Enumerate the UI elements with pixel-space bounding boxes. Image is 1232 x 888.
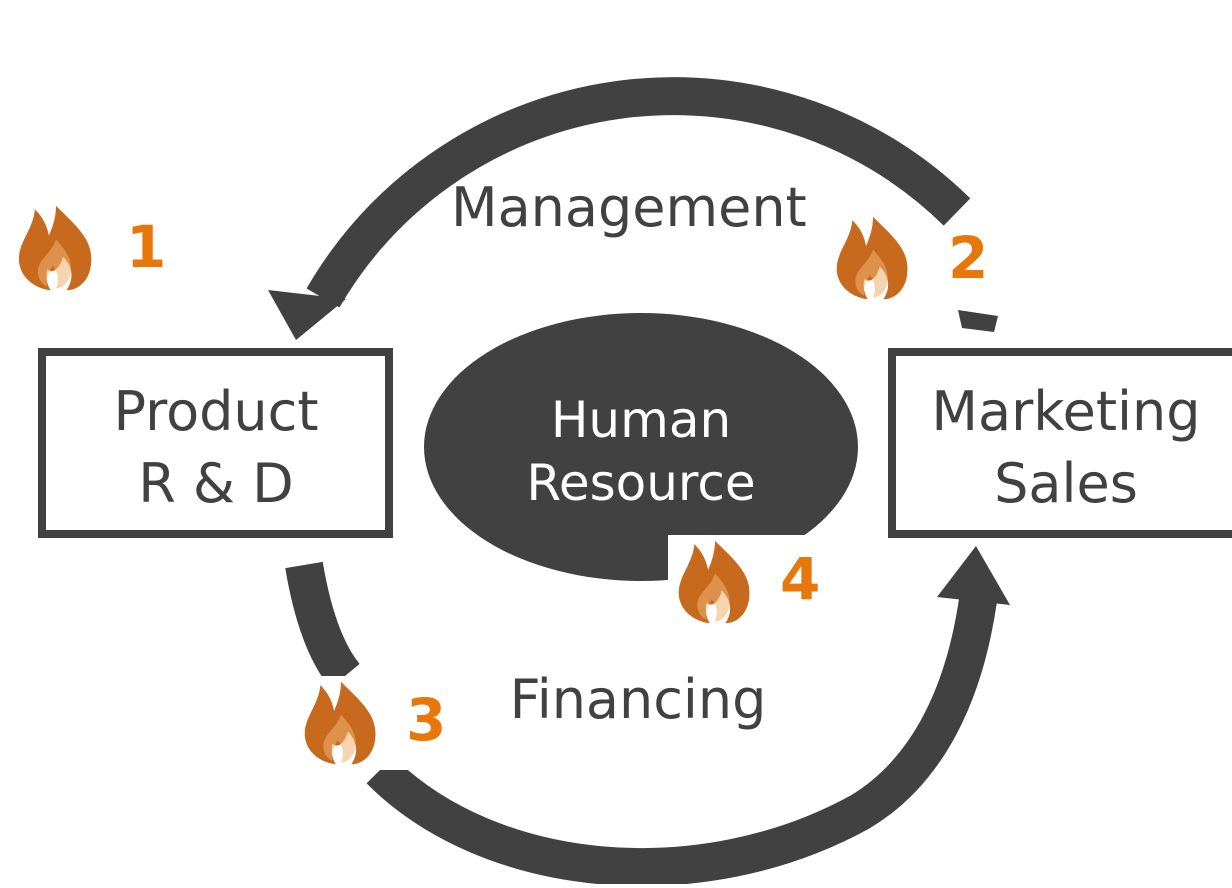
- financing-arc-head-segment: [285, 561, 360, 689]
- product-rd-label-line2: R & D: [138, 452, 294, 515]
- financing-label: Financing: [510, 668, 767, 731]
- management-arrowhead: [268, 290, 346, 340]
- marketing-sales-box: Marketing Sales: [888, 348, 1232, 538]
- financing-arrowhead: [937, 546, 1010, 605]
- marketing-sales-label-line2: Sales: [994, 452, 1138, 515]
- marker-4-number: 4: [780, 545, 820, 613]
- marker-3: 3: [290, 676, 446, 770]
- flame-icon: [18, 205, 92, 291]
- management-arrow: [268, 77, 998, 340]
- marketing-sales-label-line1: Marketing: [931, 380, 1200, 443]
- marker-1: 1: [18, 205, 166, 291]
- management-label: Management: [451, 176, 807, 239]
- marker-3-number: 3: [406, 686, 446, 754]
- product-rd-frame: [38, 348, 393, 538]
- management-arc: [306, 77, 971, 308]
- marketing-sales-frame: [888, 348, 1232, 538]
- marker-1-number: 1: [126, 213, 166, 281]
- financing-arrow: [285, 546, 1010, 887]
- human-resource-label-line2: Resource: [526, 454, 755, 512]
- marker-4: 4: [678, 540, 820, 624]
- human-resource-ellipse: [424, 313, 858, 581]
- marker-2: 2: [836, 216, 988, 300]
- product-rd-box: Product R & D: [38, 348, 393, 538]
- management-label-group: Management: [451, 175, 868, 245]
- management-arc-tail: [958, 310, 998, 332]
- product-rd-label-line1: Product: [113, 380, 318, 443]
- marker-2-number: 2: [948, 224, 988, 292]
- financing-arc: [366, 597, 997, 887]
- human-resource-label-line1: Human: [551, 391, 731, 449]
